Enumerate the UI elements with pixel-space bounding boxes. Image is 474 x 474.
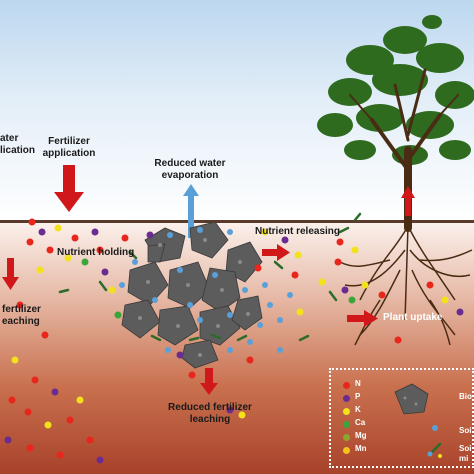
- legend-mn-label: Mn: [355, 444, 367, 453]
- legend-mg-dot: [343, 434, 350, 441]
- tree-roots: [339, 225, 473, 346]
- water-application-line-2: lication: [0, 145, 36, 156]
- legend-p-dot: [343, 395, 350, 402]
- arrow-nutrient-releasing: [262, 244, 290, 261]
- reduced-fertilizer-leaching-label: Reduced fertilizer leaching: [158, 402, 262, 426]
- soil-water-droplets: [119, 227, 293, 353]
- reduced-fertilizer-leaching-line-1: Reduced fertilizer: [168, 402, 252, 413]
- biochar-cluster: [121, 221, 263, 369]
- arrow-reduced-leaching: [200, 368, 218, 395]
- legend-soil-mineral-line-2: mi: [459, 454, 469, 463]
- arrow-fertilizer-application: [54, 165, 84, 212]
- reduced-water-evaporation-line-2: evaporation: [161, 170, 219, 181]
- fertilizer-leaching-line-1: fertilizer: [2, 304, 41, 315]
- legend-soil-water-swatch: [432, 425, 438, 431]
- arrow-plant-uptake: [347, 310, 378, 327]
- water-application-line-1: ater: [0, 133, 19, 144]
- arrow-fertilizer-leaching: [2, 258, 19, 290]
- arrow-water-evaporation: [183, 184, 199, 238]
- legend-biochar-label: Bio: [459, 392, 472, 401]
- water-application-label: ater lication: [0, 133, 35, 157]
- fertilizer-leaching-line-2: eaching: [2, 316, 40, 327]
- legend-mn-dot: [343, 447, 350, 454]
- reduced-water-evaporation-line-1: Reduced water: [154, 158, 226, 169]
- biochar-pores: [138, 238, 250, 357]
- soil-surface-line: [0, 220, 474, 223]
- legend-ca-label: Ca: [355, 418, 366, 427]
- nutrient-holding-label: Nutrient holding: [57, 247, 135, 258]
- nutrient-dots: [4, 218, 464, 464]
- legend-soil-water-label: Soi: [459, 426, 472, 435]
- legend-n-dot: [343, 382, 350, 389]
- fertilizer-application-line-1: Fertilizer: [48, 136, 90, 147]
- legend-p-label: P: [355, 392, 361, 401]
- arrow-tree-uptake: [401, 186, 415, 216]
- reduced-fertilizer-leaching-line-2: leaching: [189, 414, 231, 425]
- legend-k-label: K: [355, 405, 361, 414]
- legend-ca-dot: [343, 421, 350, 428]
- soil-mineral-sticks: [58, 212, 362, 342]
- legend-mg-label: Mg: [355, 431, 367, 440]
- fertilizer-leaching-label: fertilizer eaching: [2, 304, 41, 328]
- legend-soil-mineral-swatch: [427, 442, 442, 458]
- fertilizer-application-label: Fertilizer application: [37, 136, 101, 160]
- legend-k-dot: [343, 408, 350, 415]
- tree-canopy: [317, 15, 474, 165]
- legend: N P K Ca Mg Mn Bio Soi Soi mi: [329, 368, 474, 468]
- legend-biochar-swatch: [394, 383, 429, 415]
- legend-soil-mineral-line-1: Soi: [459, 444, 472, 453]
- nutrient-releasing-label: Nutrient releasing: [255, 226, 341, 237]
- reduced-water-evaporation-label: Reduced water evaporation: [140, 158, 240, 182]
- fertilizer-application-line-2: application: [42, 148, 96, 159]
- plant-uptake-label: Plant uptake: [383, 312, 443, 323]
- legend-n-label: N: [355, 379, 361, 388]
